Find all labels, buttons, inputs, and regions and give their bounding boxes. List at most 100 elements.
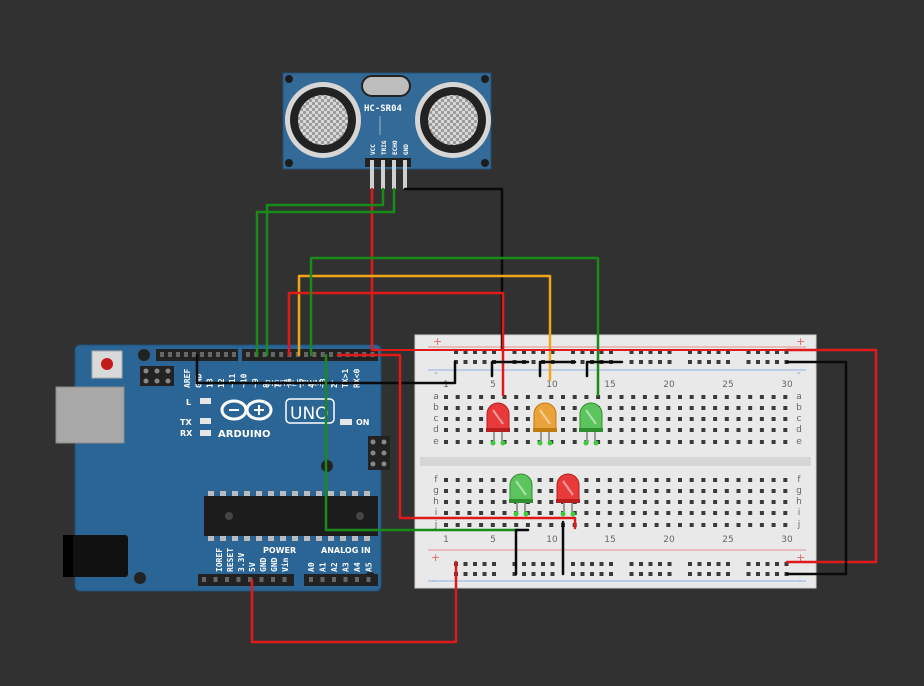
rail-minus-label-br: - — [798, 576, 802, 587]
rail-plus-label-tl: + — [433, 335, 442, 348]
power-header-label: POWER — [263, 546, 296, 555]
led-green-1-icon[interactable] — [579, 402, 603, 446]
mount-hole — [138, 349, 150, 361]
uno-model-label: UNO — [290, 404, 329, 424]
analog-pin-label: A5 — [365, 562, 374, 572]
col-number-bottom: 20 — [663, 535, 675, 545]
row-letter: h — [433, 497, 439, 507]
row-letter: h — [796, 497, 802, 507]
wires — [195, 187, 878, 644]
wire-pin5-green-led[interactable] — [309, 256, 600, 397]
analog-pin-label: A4 — [353, 562, 362, 572]
row-letter: b — [796, 403, 802, 413]
analog-pin-label: A2 — [330, 562, 339, 572]
wire-rail-plus-link[interactable] — [785, 348, 878, 564]
digital-pin-label: RX<0 — [353, 369, 362, 388]
jumper-gnd-led4[interactable] — [514, 528, 530, 576]
led-red-2-icon[interactable] — [556, 473, 580, 517]
sensor-crystal — [361, 75, 411, 97]
col-number-top: 1 — [443, 380, 449, 390]
onboard-led-rx — [200, 430, 211, 436]
digital-pin-label: GND — [194, 373, 203, 388]
rail-minus-label-tl: - — [434, 368, 438, 379]
digital-pin-label: AREF — [183, 369, 192, 388]
sensor-pin-vcc[interactable] — [370, 160, 374, 189]
breadboard[interactable]: + + - - + + - - 1 5 10 15 20 25 30 1 5 1… — [414, 334, 817, 589]
sensor-pin-label-vcc: VCC — [370, 144, 377, 155]
led-yellow-icon[interactable] — [533, 402, 557, 446]
arduino-brand-label: ARDUINO — [218, 429, 270, 440]
sensor-pin-gnd[interactable] — [403, 160, 407, 189]
jumper-gnd-led2[interactable] — [538, 360, 577, 378]
row-letter: d — [796, 425, 802, 435]
analog-pin-label: A1 — [319, 562, 328, 572]
onboard-led-on — [340, 419, 352, 425]
col-number-top: 5 — [490, 380, 496, 390]
jumper-gnd-led1[interactable] — [490, 360, 530, 378]
wire-5v-bottom-rail[interactable] — [250, 560, 458, 644]
sensor-pin-echo[interactable] — [392, 160, 396, 189]
icsp-header — [140, 366, 174, 386]
led-label-rx: RX — [180, 429, 193, 438]
row-letter: f — [434, 475, 438, 485]
col-number-bottom: 10 — [546, 535, 558, 545]
col-number-bottom: 1 — [443, 535, 449, 545]
sensor-pin-label-gnd: GND — [403, 144, 410, 155]
wire-sensor-gnd[interactable] — [403, 187, 504, 352]
wire-sensor-echo[interactable] — [255, 187, 396, 357]
led-red-1-icon[interactable] — [486, 402, 510, 446]
row-letter: a — [433, 392, 439, 402]
row-letter: g — [796, 486, 802, 496]
row-letter: j — [434, 520, 438, 530]
led-green-2-icon[interactable] — [509, 473, 533, 517]
led-label-tx: TX — [180, 418, 192, 427]
rail-plus-label-tr: + — [796, 335, 805, 348]
wire-pin7-red-led[interactable] — [287, 291, 505, 397]
icsp-header-2 — [368, 436, 390, 470]
mount-hole — [134, 572, 146, 584]
power-pin-label: GND — [259, 557, 268, 572]
row-letter: b — [433, 403, 439, 413]
digital-pin-label: TX>1 — [341, 369, 350, 388]
row-letter: i — [435, 508, 438, 518]
onboard-led-l — [200, 398, 211, 404]
wire-pin3-red-led[interactable] — [336, 353, 577, 530]
col-number-top: 15 — [604, 380, 615, 390]
rail-plus-label-bl: + — [431, 551, 440, 564]
arduino-logo-icon — [220, 399, 273, 421]
power-pin-label: Vin — [280, 557, 290, 572]
analog-pin-label: A3 — [342, 562, 351, 572]
wire-pin6-yellow-led[interactable] — [297, 274, 552, 382]
power-jack — [63, 535, 128, 577]
power-header[interactable] — [198, 574, 294, 586]
row-letter: c — [797, 414, 802, 424]
ultrasonic-sensor[interactable]: HC-SR04 VCC TRIG ECHO GND — [282, 72, 492, 189]
jumper-gnd-led3[interactable] — [585, 360, 624, 378]
row-letter: e — [796, 437, 802, 447]
wire-rail-minus-link[interactable] — [785, 360, 848, 576]
rail-minus-label-bl: - — [432, 576, 436, 587]
analog-header-label: ANALOG IN — [321, 546, 371, 555]
wire-sensor-vcc[interactable] — [370, 187, 380, 352]
row-letter: e — [433, 437, 439, 447]
digital-pin-label: 4 — [307, 383, 316, 388]
usb-port — [55, 386, 125, 444]
sensor-model-label: HC-SR04 — [364, 104, 403, 114]
row-letter: j — [797, 520, 801, 530]
atmega-chip — [204, 491, 378, 541]
wire-pin4-green-led[interactable] — [324, 353, 520, 532]
wire-sensor-trig[interactable] — [265, 187, 385, 357]
sensor-transducer-left — [285, 82, 361, 158]
reset-button-cap[interactable] — [101, 358, 113, 370]
digital-pin-label: 2 — [330, 383, 339, 388]
sensor-pin-trig[interactable] — [381, 160, 385, 189]
sensor-transducer-right — [415, 82, 491, 158]
row-letter: d — [433, 425, 439, 435]
row-letter: a — [796, 392, 802, 402]
col-number-top: 10 — [546, 380, 558, 390]
analog-pin-label: A0 — [307, 562, 316, 572]
col-number-bottom: 25 — [722, 535, 733, 545]
row-letter: f — [797, 475, 801, 485]
